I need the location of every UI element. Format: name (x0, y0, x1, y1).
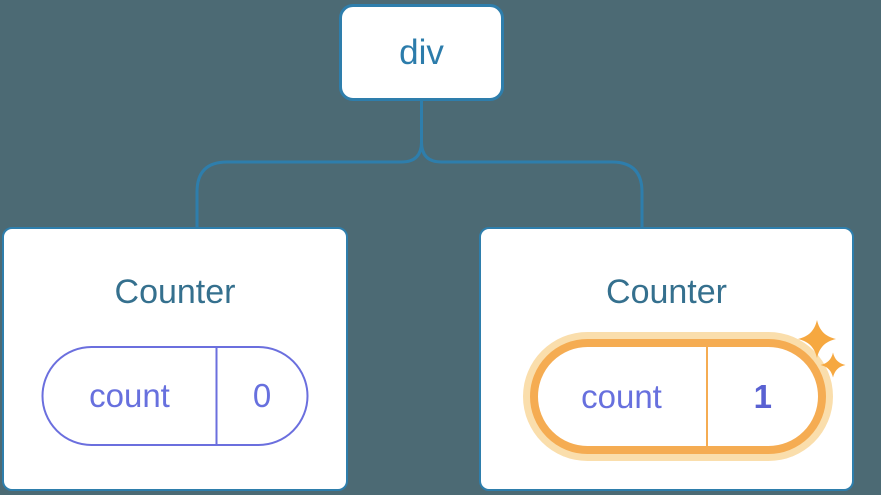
edge-to-right-counter (420, 101, 644, 228)
pill-divider (215, 348, 218, 444)
counter-card-right: Counter count 1 (479, 227, 854, 491)
sparkle-large (797, 320, 836, 358)
state-value: 1 (753, 377, 772, 415)
state-key-label: count (89, 377, 170, 414)
component-title: Counter (606, 273, 727, 311)
edge-to-left-counter (195, 101, 423, 228)
state-value: 0 (252, 377, 272, 414)
state-pill: count 0 (41, 346, 309, 446)
sparkle-icon (797, 320, 845, 378)
component-title: Counter (114, 273, 236, 311)
pill-inner: count 1 (538, 347, 818, 446)
counter-card-left: Counter count 0 (2, 227, 348, 491)
root-node-div: div (339, 4, 504, 101)
state-key-label: count (581, 377, 662, 415)
pill-divider (705, 347, 708, 446)
sparkle-small (820, 352, 845, 378)
state-pill-highlighted: count 1 (529, 320, 845, 454)
root-node-label: div (399, 33, 444, 72)
